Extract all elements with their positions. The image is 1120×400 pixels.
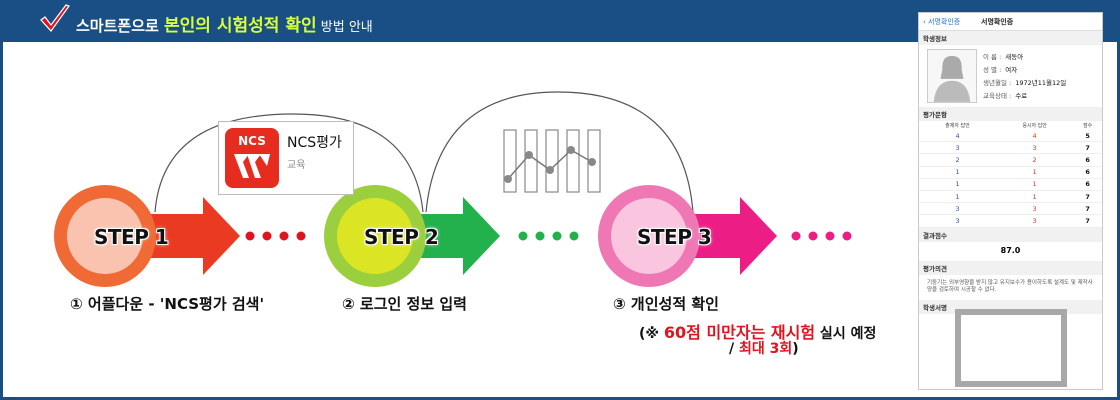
phone-info-row: 이 름 :새동아 bbox=[983, 53, 1024, 61]
app-category: 교육 bbox=[287, 160, 306, 171]
table-cell: 2 bbox=[996, 153, 1074, 167]
table-cell: 3 bbox=[919, 141, 997, 155]
phone-screen: ‹ 서명확인증 서명확인증 학생정보 이 름 :새동아 성 별 :여자 생년월일… bbox=[918, 12, 1103, 390]
table-cell: 7 bbox=[1073, 190, 1102, 204]
dots-2 bbox=[518, 231, 579, 241]
step3-label: STEP 3 bbox=[637, 225, 712, 249]
arc-1 bbox=[154, 113, 424, 213]
phone-section-opinion: 평가의견 bbox=[919, 260, 1102, 275]
phone-nav-bar: ‹ 서명확인증 서명확인증 bbox=[919, 13, 1102, 31]
step2-arrow bbox=[398, 197, 500, 275]
table-header: 출제자 답안 bbox=[945, 123, 970, 129]
note-line2-prefix: / bbox=[729, 341, 739, 357]
person-silhouette-icon bbox=[933, 55, 971, 102]
note-line2-suffix: ) bbox=[792, 341, 799, 357]
phone-section-student: 학생정보 bbox=[919, 31, 1102, 45]
checkmark-icon bbox=[40, 4, 70, 32]
table-cell: 7 bbox=[1073, 202, 1102, 216]
vv-logo-icon bbox=[234, 154, 270, 178]
phone-opinion-text: 기둥기는 외부영향을 받지 않고 유지보수가 용이하도록 설계도 및 제작사양을… bbox=[927, 279, 1093, 293]
table-cell: 3 bbox=[919, 214, 997, 228]
phone-title: 서명확인증 bbox=[981, 18, 1014, 26]
step1-arrow bbox=[128, 197, 240, 275]
flow-diagram bbox=[54, 91, 852, 287]
step2-circle-inner bbox=[337, 198, 413, 274]
table-cell: 1 bbox=[996, 166, 1074, 179]
step3-caption: ③ 개인성적 확인 bbox=[613, 295, 719, 313]
table-header: 응시자 답안 bbox=[1022, 123, 1047, 129]
table-cell: 5 bbox=[1073, 130, 1102, 143]
table-cell: 6 bbox=[1073, 178, 1102, 191]
phone-back-label: 서명확인증 bbox=[928, 18, 961, 26]
ncs-app-icon: NCS bbox=[225, 128, 279, 188]
table-cell: 1 bbox=[919, 166, 997, 179]
graph-icon bbox=[503, 129, 601, 193]
title-suffix: 방법 안내 bbox=[316, 20, 373, 35]
table-cell: 4 bbox=[996, 130, 1074, 143]
table-cell: 7 bbox=[1073, 141, 1102, 155]
phone-score-value: 87.0 bbox=[1000, 245, 1021, 255]
table-header: 점수 bbox=[1082, 123, 1093, 129]
signature-box bbox=[955, 309, 1067, 387]
phone-info-row: 성 별 :여자 bbox=[983, 66, 1018, 74]
title-highlight: 본인의 시험성적 확인 bbox=[164, 16, 317, 36]
step2-caption: ② 로그인 정보 입력 bbox=[342, 295, 467, 313]
phone-info-row: 교육상태 :수료 bbox=[983, 92, 1028, 100]
table-cell: 6 bbox=[1073, 153, 1102, 167]
table-cell: 1 bbox=[919, 190, 997, 204]
dots-3 bbox=[791, 231, 852, 241]
step1-caption: ① 어플다운 - 'NCS평가 검색' bbox=[70, 295, 265, 313]
note-after: 실시 예정 bbox=[815, 326, 877, 342]
note-red: 60점 미만자는 재시험 bbox=[663, 323, 816, 342]
step1-circle-inner bbox=[67, 198, 143, 274]
title-prefix: 스마트폰으로 bbox=[76, 17, 165, 35]
note-open: (※ bbox=[639, 326, 664, 342]
phone-student-info: 이 름 :새동아 성 별 :여자 생년월일 :1972년11월12일 교육상태 … bbox=[919, 45, 1102, 107]
table-cell: 1 bbox=[996, 190, 1074, 204]
arc-2 bbox=[425, 91, 694, 213]
page-title: 스마트폰으로 본인의 시험성적 확인 방법 안내 bbox=[76, 11, 373, 36]
step1-label: STEP 1 bbox=[94, 225, 169, 249]
app-name: NCS평가 bbox=[287, 135, 342, 151]
table-cell: 6 bbox=[1073, 166, 1102, 179]
retest-note-line2: / 최대 3회) bbox=[729, 338, 799, 358]
table-cell: 3 bbox=[996, 202, 1074, 216]
table-cell: 3 bbox=[996, 214, 1074, 228]
step2-label: STEP 2 bbox=[364, 225, 439, 249]
note-line2-red: 최대 3회 bbox=[739, 341, 793, 357]
phone-info-row: 생년월일 :1972년11월12일 bbox=[983, 79, 1067, 87]
step3-circle-inner bbox=[611, 198, 687, 274]
table-cell: 1 bbox=[996, 178, 1074, 191]
app-icon-text: NCS bbox=[238, 134, 266, 148]
dots-1 bbox=[245, 231, 306, 241]
table-cell: 1 bbox=[919, 178, 997, 191]
table-cell: 7 bbox=[1073, 214, 1102, 228]
retest-note: (※ 60점 미만자는 재시험 실시 예정 bbox=[639, 319, 876, 343]
phone-section-eval: 평가문항 bbox=[919, 107, 1102, 121]
table-cell: 3 bbox=[996, 141, 1074, 155]
phone-section-score: 결과점수 bbox=[919, 227, 1102, 242]
table-cell: 4 bbox=[919, 130, 997, 143]
avatar bbox=[927, 49, 977, 103]
table-cell: 2 bbox=[919, 153, 997, 167]
phone-back-button[interactable]: ‹ 서명확인증 bbox=[923, 18, 961, 26]
app-store-card[interactable]: NCS NCS평가 교육 bbox=[218, 121, 354, 195]
table-cell: 3 bbox=[919, 202, 997, 216]
